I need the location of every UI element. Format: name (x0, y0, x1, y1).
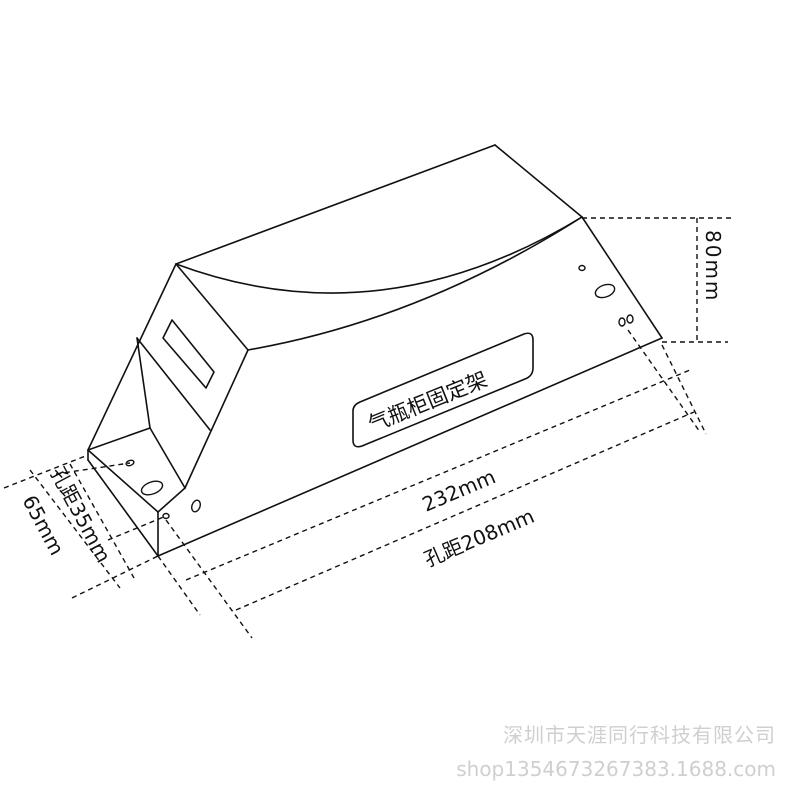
width-ext-bottom (71, 555, 159, 599)
foot-flange-inner-edge (157, 487, 186, 513)
hole-right-small-2 (618, 317, 626, 327)
length-label: 232mm (419, 464, 499, 516)
product-label-text: 气瓶柜固定架 (365, 367, 491, 436)
dimension-lines (3, 217, 732, 639)
hole-short-dim-line (69, 463, 135, 579)
hole-short-ext-bottom (107, 515, 167, 541)
left-inner-edge (136, 337, 151, 429)
watermark-company: 深圳市天涯同行科技有限公司 (503, 723, 776, 747)
right-face-edge (581, 216, 663, 339)
bracket-body (87, 144, 663, 557)
back-ridge-edge (175, 144, 496, 265)
left-inner-diagonal (136, 337, 211, 431)
front-slope-left-edge (175, 263, 249, 351)
hole-right-small (578, 264, 586, 272)
name-plate (352, 332, 534, 448)
front-vertical-edge (184, 349, 249, 489)
hole-right-small-3 (626, 314, 634, 324)
hole-spacing-dim-line (235, 411, 695, 611)
hole-left-slot (140, 480, 164, 496)
left-inner-base-edge (149, 427, 186, 489)
right-slope-top-edge (494, 144, 583, 218)
length-ext-right (661, 344, 707, 435)
hole-ext-right (627, 329, 701, 433)
dimension-texts: 232mm 孔距208mm 80mm 65mm 孔距35mm 气瓶柜固定架 (18, 230, 725, 572)
hole-left-small-2 (162, 512, 170, 520)
slot-cutout (162, 319, 215, 389)
height-label: 80mm (701, 230, 725, 302)
watermark-shop-url: shop1354673267383.1688.com (456, 757, 776, 781)
hole-spacing-long-label: 孔距208mm (421, 504, 538, 572)
width-ext-top (3, 454, 89, 489)
length-dim-line (185, 369, 691, 581)
length-ext-left (157, 555, 201, 616)
width-dim-line (29, 469, 121, 589)
mounting-holes (125, 264, 634, 520)
front-face-top-curve (247, 216, 583, 351)
bottom-long-edge (157, 337, 663, 557)
hole-left-front (191, 499, 201, 513)
foot-flange-front-edge (87, 449, 159, 513)
hole-right-slot (594, 283, 616, 299)
hole-short-ext-top (55, 462, 131, 475)
foot-flange-bottom-edge (87, 459, 159, 557)
left-base-top-edge (87, 427, 151, 451)
left-end-slope-edge (87, 263, 177, 451)
top-curve-edge (175, 216, 583, 294)
hole-ext-left (165, 519, 253, 639)
